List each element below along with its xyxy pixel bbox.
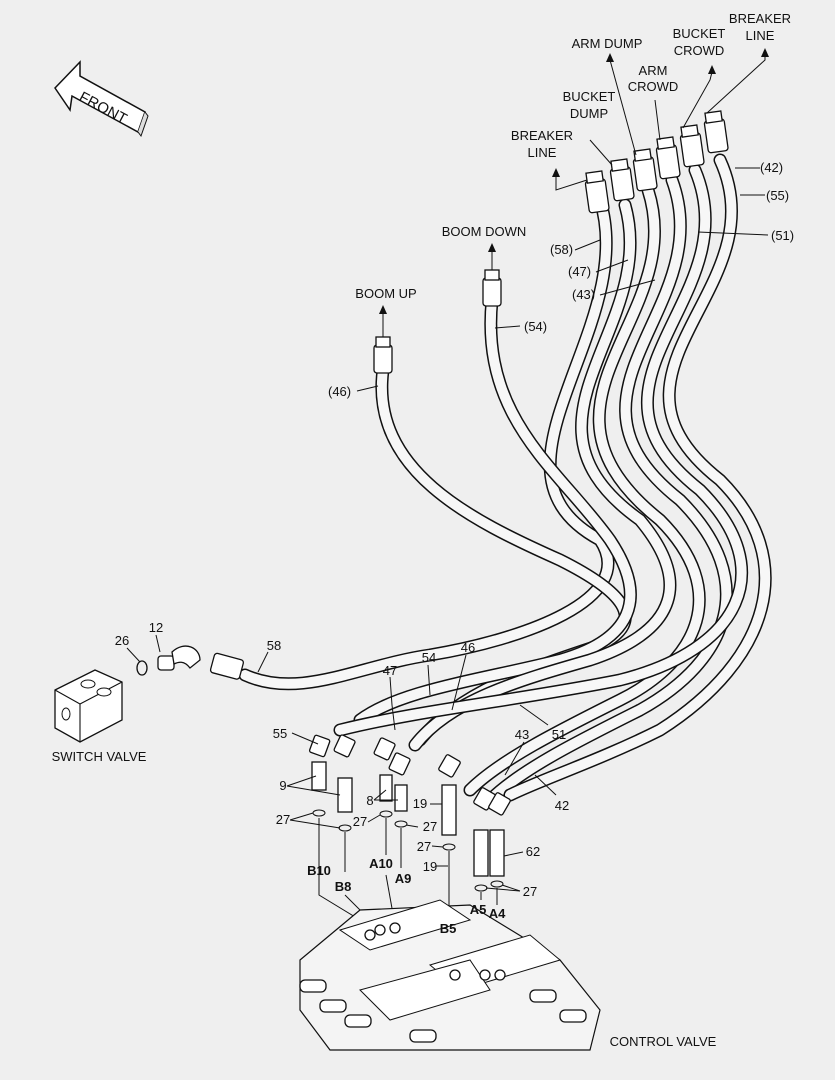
ref-58: (58) bbox=[550, 242, 573, 257]
control-valve-label: CONTROL VALVE bbox=[610, 1034, 717, 1049]
part-19-upper: 19 bbox=[413, 796, 427, 811]
part-51: 51 bbox=[552, 727, 566, 742]
part-27-c: 27 bbox=[423, 819, 437, 834]
ref-54: (54) bbox=[524, 319, 547, 334]
bucket-crowd-label-1: BUCKET bbox=[673, 26, 726, 41]
part-8: 8 bbox=[366, 793, 373, 808]
part-27-b: 27 bbox=[353, 814, 367, 829]
part-27-d: 27 bbox=[417, 839, 431, 854]
port-A5: A5 bbox=[470, 902, 487, 917]
part-54: 54 bbox=[422, 650, 436, 665]
port-B10: B10 bbox=[307, 863, 331, 878]
part-26: 26 bbox=[115, 633, 129, 648]
arm-crowd-label-1: ARM bbox=[639, 63, 668, 78]
switch-valve-label: SWITCH VALVE bbox=[52, 749, 147, 764]
port-A9: A9 bbox=[395, 871, 412, 886]
boom-up-label: BOOM UP bbox=[355, 286, 416, 301]
part-62: 62 bbox=[526, 844, 540, 859]
part-47: 47 bbox=[383, 663, 397, 678]
part-43: 43 bbox=[515, 727, 529, 742]
bucket-dump-label-1: BUCKET bbox=[563, 89, 616, 104]
ref-43: (43) bbox=[572, 287, 595, 302]
part-58: 58 bbox=[267, 638, 281, 653]
boom-down-label: BOOM DOWN bbox=[442, 224, 527, 239]
lower-fittings bbox=[308, 734, 511, 892]
ref-42: (42) bbox=[760, 160, 783, 175]
part-27-a: 27 bbox=[276, 812, 290, 827]
port-B8: B8 bbox=[335, 879, 352, 894]
control-valve-body bbox=[299, 899, 601, 1051]
arm-crowd-label-2: CROWD bbox=[628, 79, 679, 94]
breaker-line-left-label-2: LINE bbox=[528, 145, 557, 160]
breaker-line-right-label-2: LINE bbox=[746, 28, 775, 43]
arm-dump-label: ARM DUMP bbox=[572, 36, 643, 51]
ref-51: (51) bbox=[771, 228, 794, 243]
hose-bundle bbox=[238, 153, 772, 807]
part-19-lower: 19 bbox=[423, 859, 437, 874]
ref-55: (55) bbox=[766, 188, 789, 203]
part-number-labels: 26 12 58 47 54 46 55 51 43 42 9 8 19 19 … bbox=[115, 620, 569, 899]
port-A10: A10 bbox=[369, 856, 393, 871]
part-55: 55 bbox=[273, 726, 287, 741]
part-46: 46 bbox=[461, 640, 475, 655]
direction-labels: BREAKER LINE BUCKET CROWD ARM DUMP ARM C… bbox=[52, 11, 792, 1049]
upper-fittings bbox=[373, 110, 729, 374]
ref-47: (47) bbox=[568, 264, 591, 279]
callout-leaders bbox=[126, 167, 769, 892]
port-B5: B5 bbox=[440, 921, 457, 936]
hose-reference-labels: (42) (55) (51) (58) (47) (43) (54) (46) bbox=[328, 160, 794, 399]
flow-arrows bbox=[379, 48, 769, 337]
part-12: 12 bbox=[149, 620, 163, 635]
port-A4: A4 bbox=[489, 906, 506, 921]
part-9: 9 bbox=[279, 778, 286, 793]
breaker-line-right-label-1: BREAKER bbox=[729, 11, 791, 26]
front-arrow-icon: FRONT bbox=[54, 60, 149, 138]
part-42: 42 bbox=[555, 798, 569, 813]
bucket-dump-label-2: DUMP bbox=[570, 106, 608, 121]
part-27-e: 27 bbox=[523, 884, 537, 899]
breaker-line-left-label-1: BREAKER bbox=[511, 128, 573, 143]
port-labels: B10 B8 A10 A9 B5 A5 A4 bbox=[307, 856, 506, 936]
bucket-crowd-label-2: CROWD bbox=[674, 43, 725, 58]
switch-valve-body bbox=[54, 645, 245, 743]
ref-46: (46) bbox=[328, 384, 351, 399]
